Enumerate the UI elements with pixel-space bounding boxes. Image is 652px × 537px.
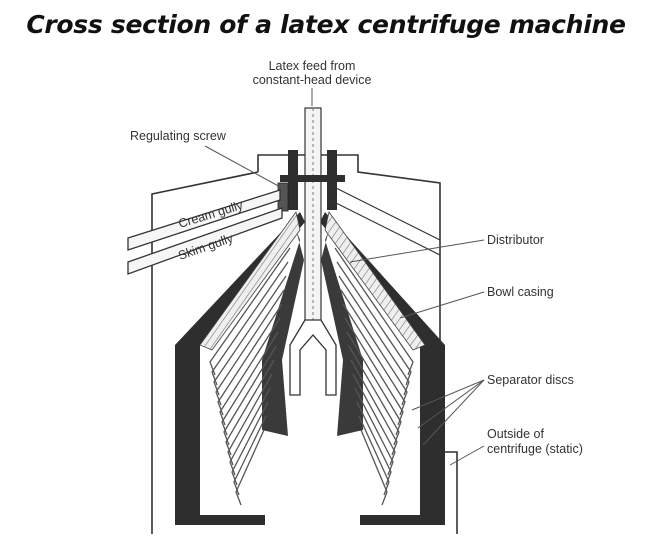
label-bowl-casing: Bowl casing bbox=[487, 285, 554, 299]
label-feed-line2: constant-head device bbox=[253, 73, 372, 87]
diagram-title: Cross section of a latex centrifuge mach… bbox=[26, 10, 626, 39]
skim-gully bbox=[127, 207, 283, 275]
leader-lines bbox=[204, 88, 485, 466]
cone-wall-right bbox=[324, 211, 426, 351]
cream-gully bbox=[127, 189, 281, 251]
label-separator-discs: Separator discs bbox=[487, 373, 574, 387]
inner-cone-left bbox=[262, 230, 304, 436]
bowl-base-right bbox=[360, 515, 445, 525]
inner-cone-right bbox=[321, 230, 363, 436]
label-regulating-screw: Regulating screw bbox=[130, 129, 227, 143]
label-distributor: Distributor bbox=[487, 233, 544, 247]
cone-wall-left bbox=[199, 211, 301, 351]
separator-discs-right bbox=[334, 247, 414, 506]
label-outside-line1: Outside of bbox=[487, 427, 545, 441]
label-feed-line1: Latex feed from bbox=[269, 59, 356, 73]
outer-casing bbox=[151, 154, 458, 534]
distributor bbox=[289, 319, 337, 396]
bowl-casing-left bbox=[175, 212, 305, 520]
label-outside-line2: centrifuge (static) bbox=[487, 442, 583, 456]
separator-discs-left bbox=[209, 247, 291, 506]
bowl-base-left bbox=[175, 515, 265, 525]
bowl-casing-right bbox=[320, 212, 445, 520]
